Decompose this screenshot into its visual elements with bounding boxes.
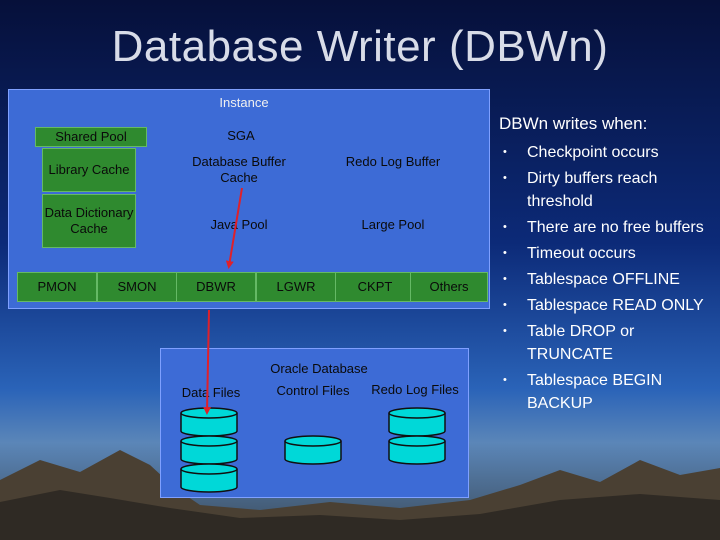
list-item: •Table DROP or TRUNCATE — [498, 320, 713, 366]
process-ckpt: CKPT — [335, 272, 415, 302]
library-cache: Library Cache — [42, 148, 136, 192]
process-pmon: PMON — [17, 272, 97, 302]
redo-log-files-label: Redo Log Files — [371, 382, 459, 397]
oracle-database-box: Oracle Database Data Files Control Files… — [160, 348, 469, 498]
list-item: •Tablespace READ ONLY — [498, 294, 713, 317]
data-dictionary-cache: Data Dictionary Cache — [42, 194, 136, 248]
redo-log-buffer: Redo Log Buffer — [345, 154, 441, 169]
bullet-icon: • — [503, 374, 507, 386]
bullet-icon: • — [503, 299, 507, 311]
instance-label: Instance — [219, 95, 269, 110]
shared-pool-label: Shared Pool — [35, 127, 147, 147]
redo-log-file-cylinder — [388, 435, 446, 465]
list-item: •Dirty buffers reach threshold — [498, 167, 713, 213]
list-item: •There are no free buffers — [498, 216, 713, 239]
bullet-icon: • — [503, 273, 507, 285]
control-file-cylinder — [284, 435, 342, 465]
list-item: •Checkpoint occurs — [498, 141, 713, 164]
list-item: •Timeout occurs — [498, 242, 713, 265]
control-files-label: Control Files — [276, 383, 350, 398]
redo-log-file-cylinder — [388, 407, 446, 437]
data-files-label: Data Files — [181, 385, 241, 400]
java-pool: Java Pool — [210, 217, 268, 232]
instance-box: Instance Shared Pool Library Cache Data … — [8, 89, 490, 309]
writes-when-heading: DBWn writes when: — [499, 114, 648, 133]
bullet-icon: • — [503, 221, 507, 233]
mountain-background — [0, 450, 720, 540]
bullet-icon: • — [503, 247, 507, 259]
data-file-cylinder — [180, 463, 238, 493]
oracle-database-label: Oracle Database — [270, 361, 368, 376]
sga-label: SGA — [227, 128, 255, 143]
list-item: •Tablespace OFFLINE — [498, 268, 713, 291]
process-others: Others — [410, 272, 488, 302]
database-buffer-cache: Database Buffer Cache — [192, 154, 286, 185]
large-pool: Large Pool — [361, 217, 425, 232]
writes-when-list: •Checkpoint occurs •Dirty buffers reach … — [498, 141, 713, 418]
bullet-icon: • — [503, 146, 507, 158]
bullet-icon: • — [503, 172, 507, 184]
data-file-cylinder — [180, 435, 238, 465]
slide-title: Database Writer (DBWn) — [111, 22, 609, 71]
process-smon: SMON — [97, 272, 177, 302]
process-dbwr: DBWR — [176, 272, 256, 302]
process-lgwr: LGWR — [256, 272, 336, 302]
list-item: •Tablespace BEGIN BACKUP — [498, 369, 713, 415]
bullet-icon: • — [503, 325, 507, 337]
